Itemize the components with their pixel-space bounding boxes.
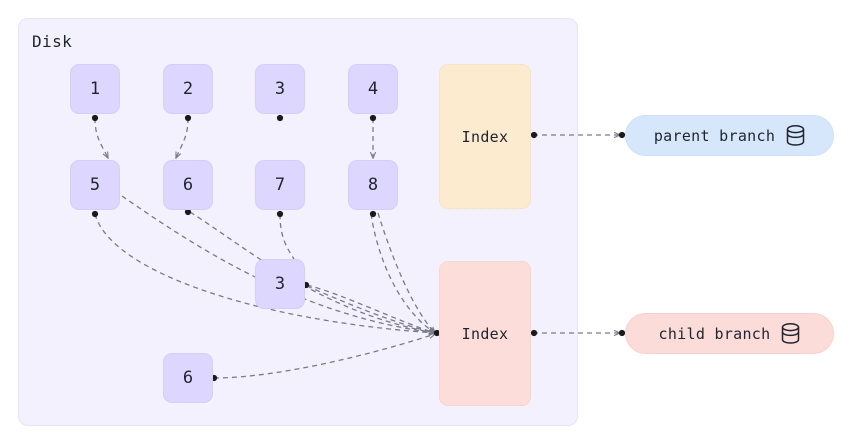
disk-block[interactable]: 1 bbox=[70, 64, 120, 114]
disk-block[interactable]: 6 bbox=[163, 160, 213, 210]
disk-block-label: 4 bbox=[367, 79, 379, 99]
index-child-label: Index bbox=[461, 324, 509, 343]
disk-block-label: 7 bbox=[274, 175, 286, 195]
disk-block-label: 8 bbox=[367, 175, 379, 195]
disk-block[interactable]: 6 bbox=[163, 353, 213, 403]
disk-block[interactable]: 3 bbox=[255, 259, 305, 309]
disk-block[interactable]: 3 bbox=[255, 64, 305, 114]
disk-block[interactable]: 5 bbox=[70, 160, 120, 210]
database-icon bbox=[782, 323, 800, 344]
disk-block[interactable]: 8 bbox=[348, 160, 398, 210]
disk-label: Disk bbox=[32, 32, 73, 51]
disk-block[interactable]: 7 bbox=[255, 160, 305, 210]
disk-block[interactable]: 4 bbox=[348, 64, 398, 114]
disk-block-label: 3 bbox=[274, 79, 286, 99]
disk-block-label: 6 bbox=[182, 175, 194, 195]
child-branch-pill[interactable]: child branch bbox=[625, 313, 834, 354]
parent-branch-pill[interactable]: parent branch bbox=[625, 115, 834, 156]
database-icon bbox=[786, 125, 805, 146]
disk-block-label: 6 bbox=[182, 368, 194, 388]
index-panel-child[interactable]: Index bbox=[439, 261, 531, 406]
parent-branch-label: parent branch bbox=[653, 126, 776, 145]
child-branch-label: child branch bbox=[658, 324, 771, 343]
disk-block-label: 2 bbox=[182, 79, 194, 99]
index-panel-parent[interactable]: Index bbox=[439, 64, 531, 209]
index-parent-label: Index bbox=[461, 127, 509, 146]
disk-block-label: 5 bbox=[89, 175, 101, 195]
disk-block[interactable]: 2 bbox=[163, 64, 213, 114]
disk-block-label: 3 bbox=[274, 274, 286, 294]
disk-block-label: 1 bbox=[89, 79, 101, 99]
